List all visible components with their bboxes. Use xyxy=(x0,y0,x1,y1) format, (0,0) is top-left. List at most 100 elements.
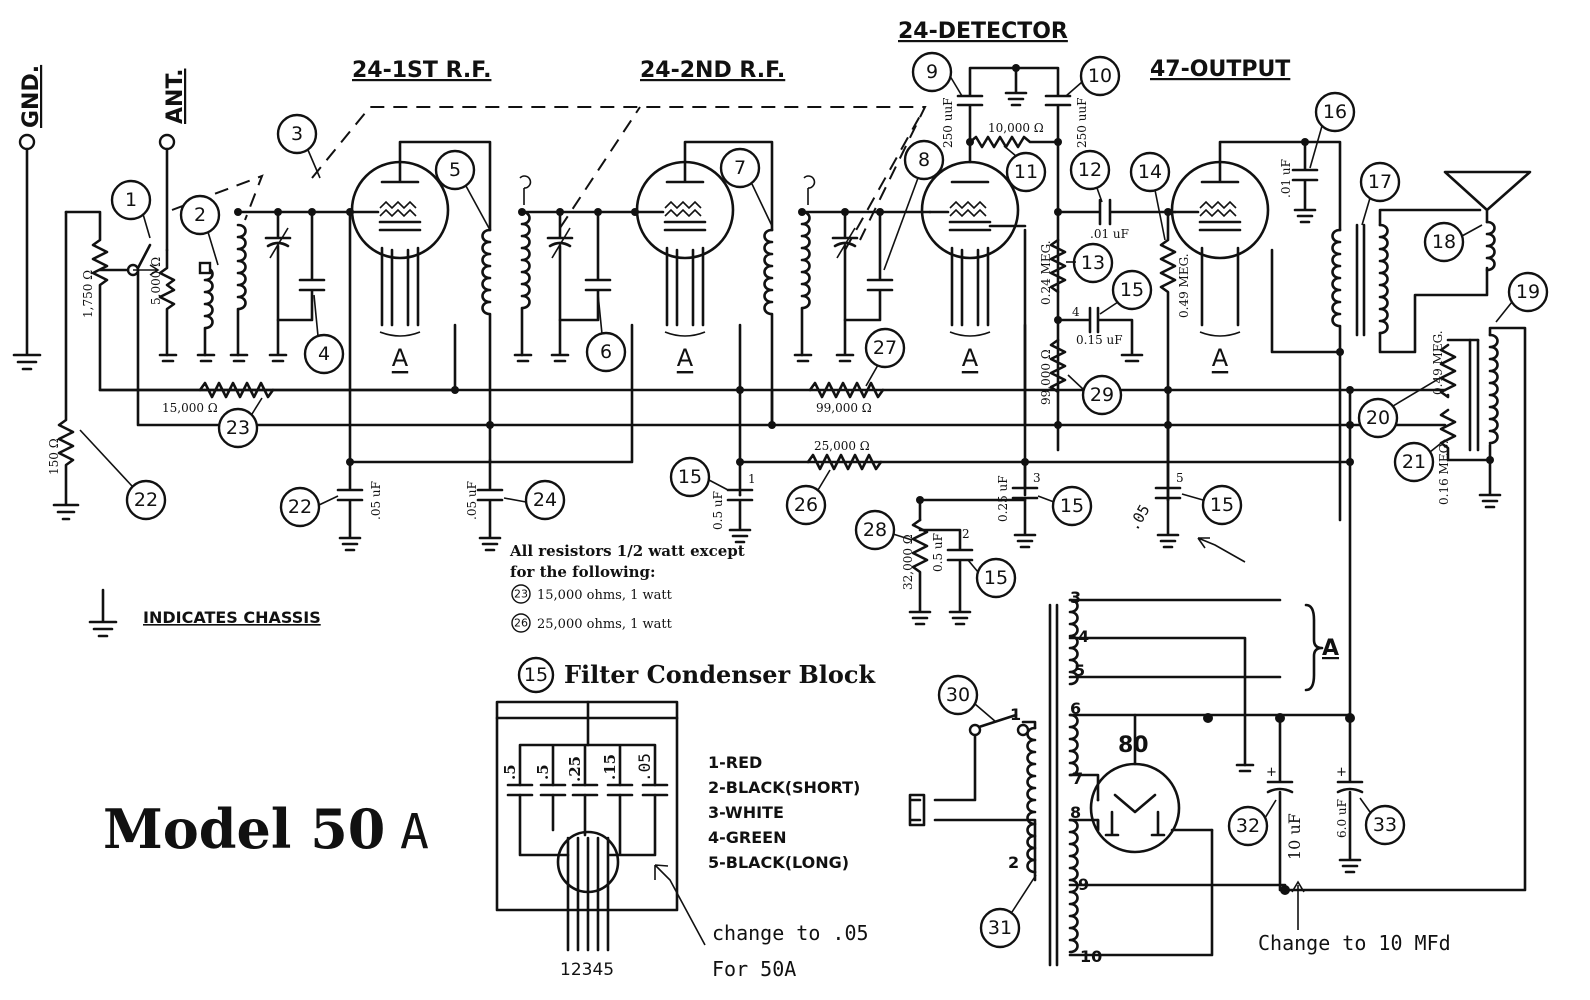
svg-text:21: 21 xyxy=(1402,451,1426,473)
resistor-26 xyxy=(806,453,883,471)
tap-9: 9 xyxy=(1078,875,1089,894)
handwritten-arrow-block xyxy=(654,864,706,946)
color-code-2: 2-BLACK(SHORT) xyxy=(708,778,860,797)
gang-dashed-linkage xyxy=(171,106,927,251)
svg-text:24: 24 xyxy=(533,489,557,511)
label-99000-a: 99,000 Ω xyxy=(816,401,872,415)
heading-gnd: GND. xyxy=(19,65,44,128)
label-6uf: 6.0 uF xyxy=(1335,799,1349,838)
label-32000: 32,000 Ω xyxy=(901,534,915,590)
svg-text:11: 11 xyxy=(1014,161,1038,183)
callout-21: 21 xyxy=(1393,439,1446,483)
cap-32: + xyxy=(1266,713,1294,892)
heater-label: A xyxy=(1322,636,1339,661)
callout-2: 2 xyxy=(179,194,221,266)
callout-19: 19 xyxy=(1495,271,1549,323)
note-num-26: 26 xyxy=(514,617,528,630)
svg-text:33: 33 xyxy=(1373,814,1397,836)
callout-15-e: 15 xyxy=(1181,484,1243,526)
label-025uf: 0.25 uF xyxy=(996,475,1010,522)
cap-22 xyxy=(336,460,364,552)
callout-18: 18 xyxy=(1423,221,1483,263)
svg-text:5: 5 xyxy=(449,159,461,181)
heading-detector: 24-DETECTOR xyxy=(898,19,1068,44)
tuning-cap-2 xyxy=(546,210,574,363)
svg-text:18: 18 xyxy=(1432,231,1456,253)
callout-20: 20 xyxy=(1357,377,1441,439)
cap-24 xyxy=(476,458,504,552)
tap-5: 5 xyxy=(1074,661,1085,680)
callout-13: 13 xyxy=(1066,242,1114,284)
block-cap-1: .5 xyxy=(501,764,519,780)
callout-24: 24 xyxy=(503,479,566,521)
callout-3: 3 xyxy=(276,113,321,179)
gnd-terminal xyxy=(12,133,42,371)
callout-9: 9 xyxy=(911,51,963,97)
svg-text:22: 22 xyxy=(288,496,312,518)
model-suffix: A xyxy=(400,804,429,860)
label-250-a: 250 uuF xyxy=(941,97,955,148)
block-cap-5: .05 xyxy=(635,753,654,782)
callout-27: 27 xyxy=(864,327,906,387)
tap-label-1: 1 xyxy=(748,472,756,486)
color-code-4: 4-GREEN xyxy=(708,828,786,847)
label-05uf-b: .05 uF xyxy=(465,481,479,520)
callout-6: 6 xyxy=(585,293,627,373)
tube-label-a2: A xyxy=(677,344,694,372)
svg-text:6: 6 xyxy=(600,341,612,363)
callout-31: 31 xyxy=(979,874,1037,949)
tube-label-a3: A xyxy=(962,344,979,372)
block-pins: 12345 xyxy=(560,960,614,980)
handwritten-arrow xyxy=(1197,537,1246,563)
cap-33: + xyxy=(1336,713,1364,874)
label-05uf-1: 0.5 uF xyxy=(711,491,725,530)
color-code-1: 1-RED xyxy=(708,753,762,772)
svg-text:15: 15 xyxy=(1210,494,1234,516)
svg-text:7: 7 xyxy=(734,157,746,179)
callout-32: 32 xyxy=(1227,799,1277,847)
label-10000: 10,000 Ω xyxy=(988,121,1044,135)
handwritten-change-10: Change to 10 MFd xyxy=(1258,931,1451,955)
tube-24-rf2 xyxy=(633,140,774,337)
resistor-22 xyxy=(52,210,80,521)
svg-text:20: 20 xyxy=(1366,407,1390,429)
field-coil-19 xyxy=(1283,326,1527,892)
callout-15-d: 15 xyxy=(1037,485,1093,527)
label-049meg-a: 0.49 MEG. xyxy=(1177,253,1191,318)
svg-text:17: 17 xyxy=(1368,171,1392,193)
block-cap-3: .25 xyxy=(566,756,584,782)
heading-output: 47-OUTPUT xyxy=(1150,57,1290,82)
callout-22-b: 22 xyxy=(279,486,339,528)
filter-block-drawing xyxy=(495,700,679,952)
resistor-13 xyxy=(1049,238,1144,394)
svg-text:14: 14 xyxy=(1138,161,1162,183)
label-049meg-b: 0.49 MEG. xyxy=(1431,330,1445,395)
tap-label-2: 2 xyxy=(962,527,970,541)
label-016meg: 0.16 MEG. xyxy=(1437,440,1451,505)
heading-rf1: 24-1ST R.F. xyxy=(352,58,491,83)
tube-label-a1: A xyxy=(392,344,409,372)
callout-29: 29 xyxy=(1067,374,1123,416)
filter-block-title: Filter Condenser Block xyxy=(564,660,876,689)
tap-label-5: 5 xyxy=(1176,471,1184,485)
rectifier-80 xyxy=(1089,713,1214,854)
svg-text:23: 23 xyxy=(226,417,250,439)
svg-text:32: 32 xyxy=(1236,815,1260,837)
junction-dots xyxy=(234,64,1494,895)
callout-30: 30 xyxy=(937,674,997,723)
handwritten-05: .05 xyxy=(1124,501,1153,533)
tuning-cap-1 xyxy=(264,210,292,363)
tube-24-detector xyxy=(920,160,1027,497)
coil-2-primary xyxy=(196,210,352,363)
tube-label-a4: A xyxy=(1212,344,1229,372)
note-item-26: 25,000 ohms, 1 watt xyxy=(537,617,673,632)
note-title-1: All resistors 1/2 watt except xyxy=(509,542,745,560)
handwritten-change-05-2: For 50A xyxy=(712,957,796,981)
resistor-27 xyxy=(808,381,885,399)
tap-8: 8 xyxy=(1070,803,1081,822)
tap-10: 10 xyxy=(1080,947,1102,966)
svg-text:31: 31 xyxy=(988,917,1012,939)
label-05uf-2: 0.5 uF xyxy=(931,533,945,572)
callout-12: 12 xyxy=(1069,149,1111,203)
